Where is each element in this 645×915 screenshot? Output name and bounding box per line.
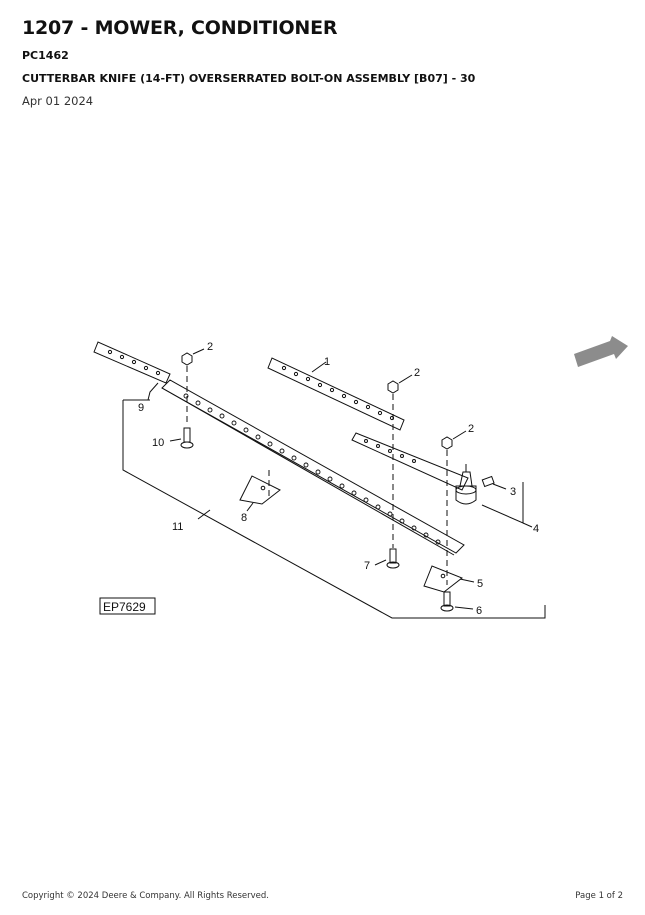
part-2-nut (441, 430, 467, 450)
callout-2[interactable]: 2 (468, 423, 474, 435)
part-11-knife-back (161, 379, 465, 556)
part-2-nut (181, 348, 205, 366)
part-8-plate (239, 475, 281, 512)
part-6-bolt (440, 591, 474, 612)
page-title: 1207 - MOWER, CONDITIONER (22, 17, 338, 39)
publication-date: Apr 01 2024 (22, 94, 94, 108)
part-9-knife-section (93, 341, 171, 401)
callout-3[interactable]: 3 (510, 486, 516, 498)
catalog-code: PC1462 (22, 49, 69, 62)
callout-10[interactable]: 10 (152, 437, 164, 449)
callout-2[interactable]: 2 (207, 341, 213, 353)
leader-4 (522, 522, 533, 528)
assembly-bracket-11 (122, 400, 546, 619)
callout-9[interactable]: 9 (138, 402, 144, 414)
callout-5[interactable]: 5 (477, 578, 483, 590)
part-10-bolt (169, 427, 194, 449)
callout-4[interactable]: 4 (533, 523, 539, 535)
figure-id: EP7629 (103, 600, 146, 614)
part-4-knife-head (351, 432, 477, 505)
callout-1[interactable]: 1 (324, 356, 330, 368)
callout-11[interactable]: 11 (172, 521, 183, 533)
copyright: Copyright © 2024 Deere & Company. All Ri… (22, 891, 269, 901)
part-1-knife-section (267, 357, 405, 431)
nav-arrow-icon[interactable] (574, 336, 628, 367)
page-number: Page 1 of 2 (575, 891, 623, 901)
part-2-nut (387, 374, 413, 394)
callout-2[interactable]: 2 (414, 367, 420, 379)
part-5-plate (423, 565, 475, 593)
leader-11 (197, 509, 211, 520)
part-7-bolt (374, 548, 400, 569)
figure-id-box (99, 597, 156, 615)
leader-1 (311, 361, 327, 373)
callout-7[interactable]: 7 (364, 560, 370, 572)
callout-6[interactable]: 6 (476, 605, 482, 617)
assembly-title: CUTTERBAR KNIFE (14-FT) OVERSERRATED BOL… (22, 72, 476, 85)
part-3-grease-fitting (481, 475, 507, 490)
callout-8[interactable]: 8 (241, 512, 247, 524)
